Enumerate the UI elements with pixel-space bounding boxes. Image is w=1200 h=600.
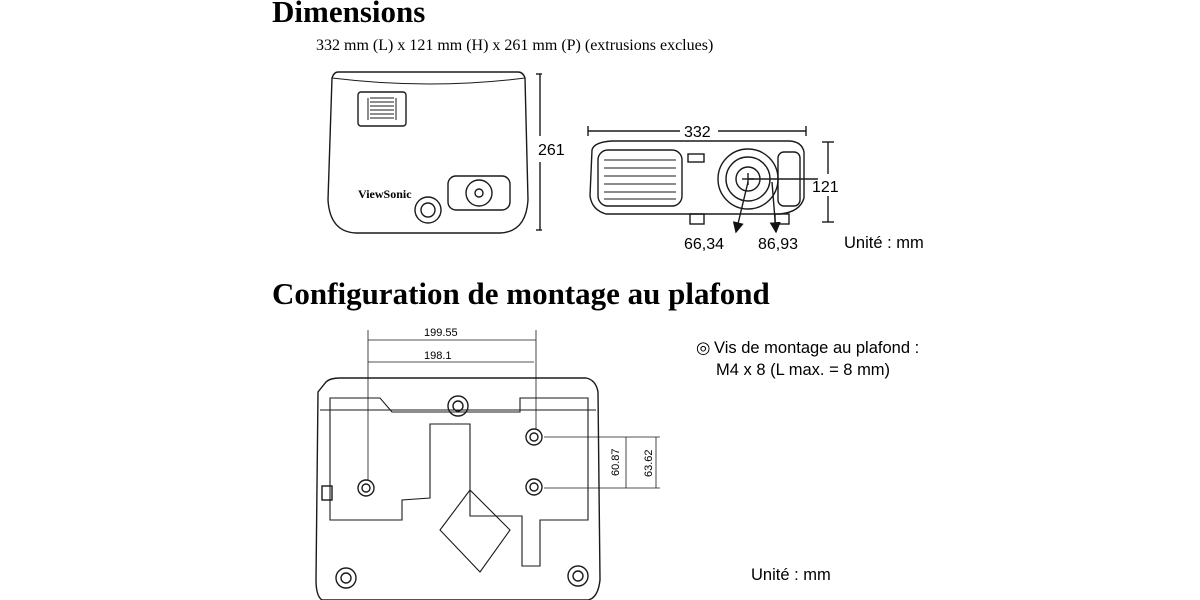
screw-spec-line2: M4 x 8 (L max. = 8 mm) (716, 361, 891, 379)
dimensions-unit: Unité : mm (844, 234, 924, 252)
ceiling-mount-unit: Unité : mm (751, 566, 831, 584)
mount-screw-holes (357, 428, 543, 497)
screw-spec: ◎Vis de montage au plafond : M4 x 8 (L m… (696, 337, 919, 381)
projector-front-view (587, 126, 834, 234)
ceiling-mount-title: Configuration de montage au plafond (272, 276, 770, 311)
lens-offset-right-label: 86,93 (758, 236, 798, 253)
dim-60-87-label: 60.87 (610, 448, 622, 476)
dimensions-title: Dimensions (272, 0, 426, 29)
depth-261-label: 261 (538, 142, 565, 159)
width-332-label: 332 (684, 124, 711, 141)
projector-bottom-view (315, 330, 660, 600)
dim-198-1-label: 198.1 (424, 350, 452, 362)
dim-63-62-label: 63.62 (643, 449, 655, 477)
screw-spec-line1: ◎Vis de montage au plafond : (696, 339, 920, 357)
dim-199-55-label: 199.55 (424, 327, 458, 339)
screw-symbol-icon: ◎ (696, 339, 711, 357)
brand-logo: ViewSonic (358, 187, 412, 201)
projector-top-view (327, 71, 542, 234)
height-121-label: 121 (812, 179, 839, 196)
lens-offset-left-label: 66,34 (684, 236, 724, 253)
dimensions-subtitle: 332 mm (L) x 121 mm (H) x 261 mm (P) (ex… (316, 37, 714, 54)
